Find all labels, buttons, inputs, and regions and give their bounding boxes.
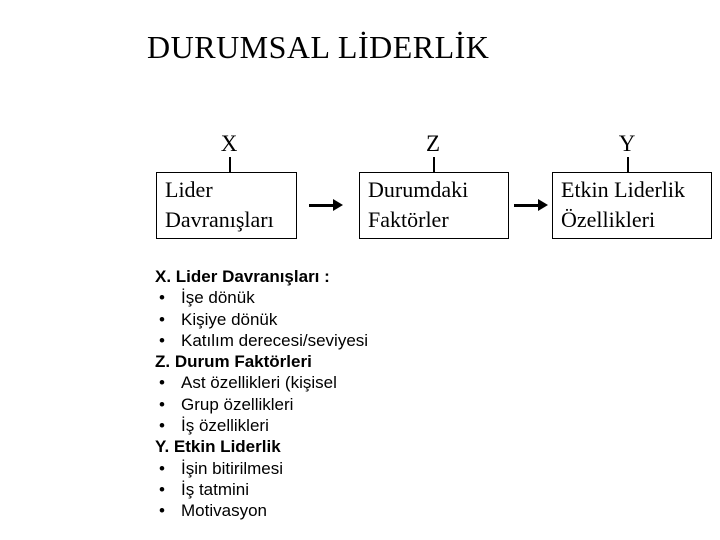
arrow-head: [538, 199, 548, 211]
bullet-icon: •: [159, 458, 165, 478]
connector-line-x: [229, 157, 231, 172]
bullet-icon: •: [159, 501, 165, 521]
right-arrow-icon: [309, 199, 343, 211]
arrow-shaft: [514, 203, 540, 207]
list-item-label: Ast özellikleri (kişisel: [181, 373, 337, 393]
connector-line-y: [627, 157, 629, 172]
diagram-box-lider-davranislari: Lider Davranışları: [156, 172, 297, 239]
list-section-header: Y. Etkin Liderlik: [155, 437, 281, 457]
list-item: • İş tatmini: [155, 479, 495, 500]
slide-title: DURUMSAL LİDERLİK: [147, 29, 490, 65]
list-item: • İşin bitirilmesi: [155, 458, 495, 479]
bullet-icon: •: [159, 479, 165, 499]
diagram-box-etkin-liderlik: Etkin Liderlik Özellikleri: [552, 172, 712, 239]
bullet-icon: •: [159, 416, 165, 436]
list-item: • Katılım derecesi/seviyesi: [155, 330, 495, 351]
bullet-icon: •: [159, 330, 165, 350]
diagram-box-durumdaki-faktorler: Durumdaki Faktörler: [359, 172, 509, 239]
list-item: • İş özellikleri: [155, 415, 495, 436]
diagram-label-y: Y: [618, 131, 636, 156]
list-item-label: Katılım derecesi/seviyesi: [181, 330, 369, 350]
list-item: • İşe dönük: [155, 287, 495, 308]
list-item: • Kişiye dönük: [155, 309, 495, 330]
list-item: • Grup özellikleri: [155, 394, 495, 415]
list-item-label: Kişiye dönük: [181, 309, 278, 329]
list-item-label: İşin bitirilmesi: [181, 458, 284, 478]
bullet-icon: •: [159, 288, 165, 308]
bullet-icon: •: [159, 373, 165, 393]
bullet-icon: •: [159, 309, 165, 329]
diagram-label-x: X: [220, 131, 238, 156]
connector-line-z: [433, 157, 435, 172]
list-item-label: Grup özellikleri: [181, 394, 294, 414]
list-section-header: X. Lider Davranışları :: [155, 267, 330, 286]
list-item-label: İş tatmini: [181, 479, 250, 499]
list-item: • Motivasyon: [155, 500, 495, 521]
arrow-shaft: [309, 203, 335, 207]
content-list: X. Lider Davranışları : • İşe dönük • Kişiye…: [155, 266, 495, 522]
list-item-label: İş özellikleri: [181, 416, 269, 436]
diagram-label-z: Z: [425, 131, 441, 156]
list-item-label: Motivasyon: [181, 501, 267, 521]
arrow-head: [333, 199, 343, 211]
right-arrow-icon: [514, 199, 548, 211]
list-item-label: İşe dönük: [181, 288, 255, 308]
bullet-icon: •: [159, 394, 165, 414]
list-section-header: Z. Durum Faktörleri: [155, 352, 312, 372]
list-item: • Ast özellikleri (kişisel: [155, 372, 495, 393]
